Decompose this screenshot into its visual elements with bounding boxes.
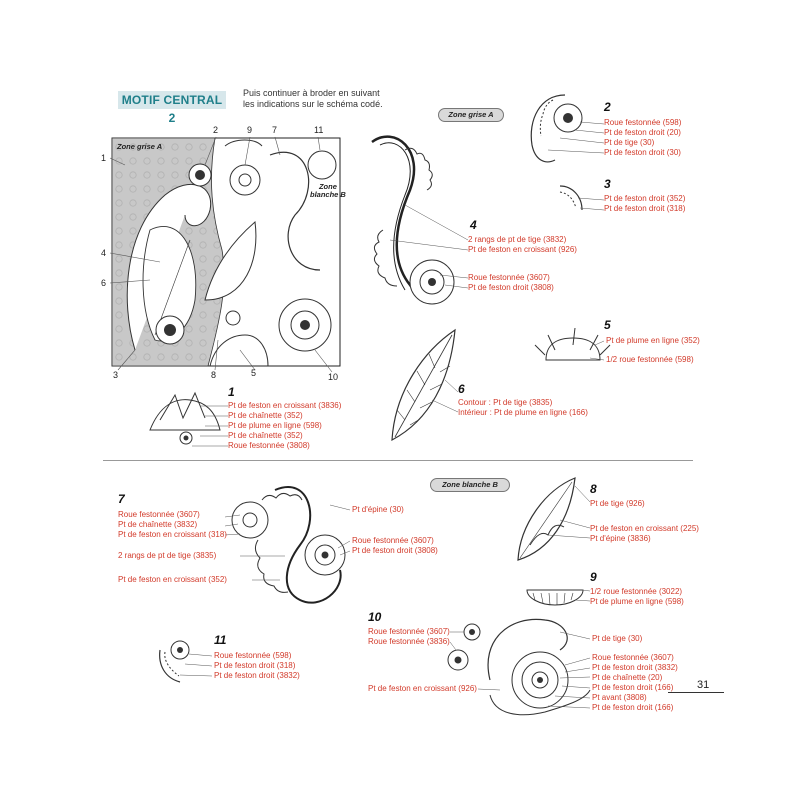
motif-10-label-crescent: Pt de feston en croissant (926) (368, 684, 477, 693)
motif-9-number: 9 (590, 570, 597, 584)
zone-white-pill: Zone blanche B (430, 478, 510, 492)
page-number-rule (668, 692, 724, 693)
motif-3-legend: Pt de feston droit (352) Pt de feston dr… (604, 194, 686, 213)
motif-7-drawing (231, 486, 346, 604)
motif-8-drawing (517, 477, 576, 561)
motif-7-legend-right: Roue festonnée (3607) Pt de feston droit… (352, 536, 438, 555)
motif-7-label-stem: 2 rangs de pt de tige (3835) (118, 551, 217, 560)
motif-4-legend-a: 2 rangs de pt de tige (3832) Pt de festo… (468, 235, 577, 254)
motif-5-number: 5 (604, 318, 611, 332)
square-callout-1: 1 (101, 153, 107, 163)
page-number: 31 (697, 679, 710, 691)
motif-6-legend: Contour : Pt de tige (3835) Intérieur : … (458, 398, 588, 417)
motif-7-number: 7 (118, 492, 125, 506)
motif-8-number: 8 (590, 482, 597, 496)
zone-white-label: Zone blanche B (310, 182, 346, 199)
central-square-diagram (111, 137, 341, 367)
square-callout-9: 9 (247, 125, 253, 135)
motif-10-number: 10 (368, 610, 382, 624)
motif-3-number: 3 (604, 177, 611, 191)
square-callout-6: 6 (101, 278, 107, 288)
square-callout-8: 8 (211, 370, 217, 380)
zone-grey-pill: Zone grise A (438, 108, 504, 122)
motif-2-number: 2 (604, 100, 611, 114)
motif-11-legend: Roue festonnée (598) Pt de feston droit … (214, 651, 300, 680)
motif-10-legend-left: Roue festonnée (3607) Roue festonnée (38… (368, 627, 450, 646)
motif-5-drawing (534, 327, 611, 361)
section-divider (103, 460, 693, 461)
motif-7-label-crescent: Pt de feston en croissant (352) (118, 575, 227, 584)
motif-7-legend-left: Roue festonnée (3607) Pt de chaînette (3… (118, 510, 227, 539)
motif-2-legend: Roue festonnée (598) Pt de feston droit … (604, 118, 682, 157)
motif-4-drawing (371, 135, 455, 305)
square-callout-3: 3 (113, 370, 119, 380)
motif-1-number: 1 (228, 385, 235, 399)
intro-text: Puis continuer à broder en suivant les i… (243, 88, 383, 109)
motif-5-label-2: 1/2 roue festonnée (598) (606, 355, 694, 364)
square-callout-lines (109, 136, 333, 373)
motif-1-legend: Pt de feston en croissant (3836) Pt de c… (228, 401, 342, 450)
square-callout-2: 2 (213, 125, 219, 135)
motif-4-number: 4 (470, 218, 477, 232)
motif-11-drawing (159, 640, 190, 683)
motif-5-label-1: Pt de plume en ligne (352) (606, 336, 700, 345)
square-callout-7: 7 (272, 125, 278, 135)
motif-10-drawing (447, 618, 591, 716)
motif-10-label-stem: Pt de tige (30) (592, 634, 643, 643)
zone-grey-label: Zone grise A (117, 142, 163, 151)
motif-8-legend: Pt de feston en croissant (225) Pt d'épi… (590, 524, 699, 543)
square-callout-5: 5 (251, 368, 257, 378)
motif-7-label-thorn: Pt d'épine (30) (352, 505, 404, 514)
square-callout-10: 10 (328, 372, 339, 382)
motif-2-drawing (530, 94, 583, 163)
motif-6-drawing (391, 328, 456, 442)
motif-9-drawing (526, 589, 584, 606)
square-callout-4: 4 (101, 248, 107, 258)
motif-1-drawing (149, 391, 221, 445)
motif-3-drawing (559, 185, 583, 211)
motif-9-legend: 1/2 roue festonnée (3022) Pt de plume en… (590, 587, 684, 606)
motif-4-legend-b: Roue festonnée (3607) Pt de feston droit… (468, 273, 554, 292)
motif-10-legend-right: Roue festonnée (3607) Pt de feston droit… (592, 653, 678, 712)
motif-6-number: 6 (458, 382, 465, 396)
square-callout-11: 11 (314, 125, 324, 135)
motif-8-label-1: Pt de tige (926) (590, 499, 645, 508)
motif-11-number: 11 (214, 633, 227, 647)
section-title: MOTIF CENTRAL 2 (118, 91, 226, 125)
